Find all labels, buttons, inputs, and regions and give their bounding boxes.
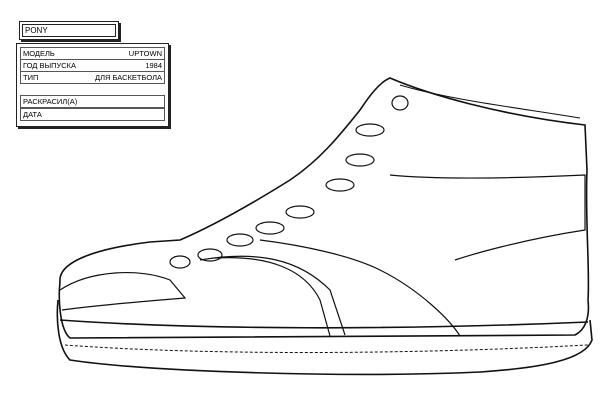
colored-by-label: РАСКРАСИЛ(А) — [23, 97, 78, 106]
laces — [169, 95, 409, 269]
sole-stitch — [64, 344, 589, 353]
colored-by-row[interactable]: РАСКРАСИЛ(А) — [20, 95, 165, 108]
sole-outline — [56, 299, 593, 376]
model-value: UPTOWN — [128, 49, 162, 58]
type-label: ТИП — [23, 73, 39, 82]
info-box: МОДЕЛЬ UPTOWN ГОД ВЫПУСКА 1984 ТИП ДЛЯ БАСК… — [16, 43, 169, 127]
upper-outline — [58, 77, 590, 339]
year-label: ГОД ВЫПУСКА — [23, 61, 77, 70]
collar-line — [399, 84, 581, 119]
brand-name: PONY — [22, 24, 116, 37]
date-label: ДАТА — [23, 110, 42, 119]
ankle-panel — [389, 174, 586, 261]
type-row: ТИП ДЛЯ БАСКЕТБОЛА — [20, 71, 165, 84]
sole-line — [59, 319, 589, 329]
side-stripes — [199, 239, 461, 337]
year-value: 1984 — [145, 61, 162, 70]
toe-cap — [59, 272, 187, 311]
model-label: МОДЕЛЬ — [23, 49, 55, 58]
date-row[interactable]: ДАТА — [20, 108, 165, 121]
brand-box: PONY — [19, 21, 119, 40]
type-value: ДЛЯ БАСКЕТБОЛА — [95, 73, 162, 82]
